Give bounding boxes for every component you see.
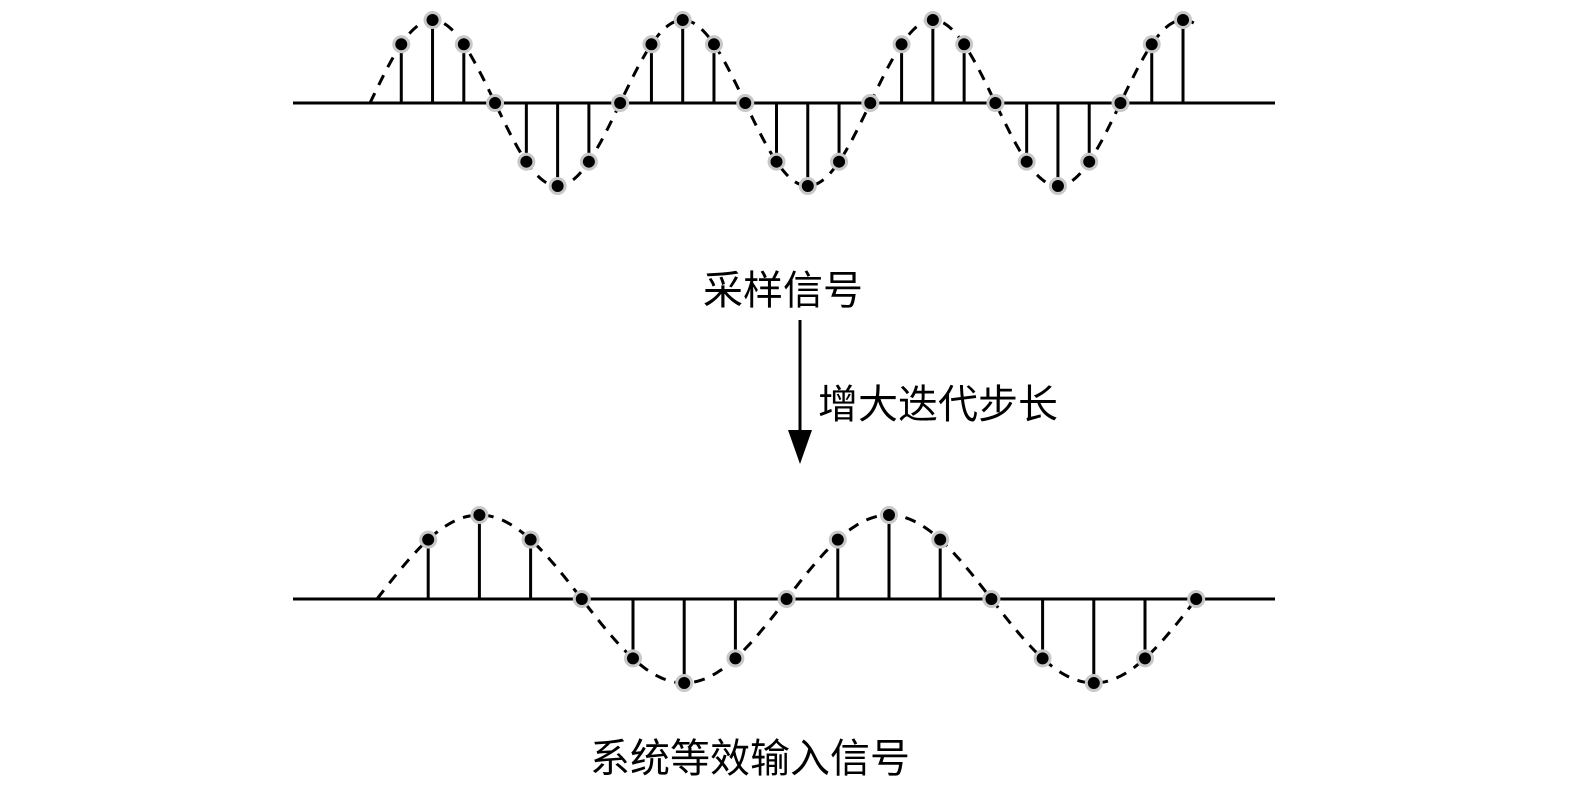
sample-point bbox=[736, 94, 755, 112]
equivalent-input-signal-plot bbox=[293, 506, 1275, 692]
sample-point bbox=[579, 152, 598, 171]
sample-point bbox=[392, 35, 411, 54]
sample-point bbox=[1142, 35, 1161, 54]
sample-point bbox=[486, 94, 505, 112]
sample-point bbox=[1111, 94, 1130, 112]
sample-point bbox=[572, 590, 591, 608]
sample-point bbox=[517, 152, 536, 171]
sample-point bbox=[1084, 674, 1103, 692]
sample-point bbox=[861, 94, 880, 112]
sample-point bbox=[642, 35, 661, 54]
sample-point bbox=[548, 177, 567, 195]
sample-point bbox=[1048, 177, 1067, 195]
sample-point bbox=[767, 152, 786, 171]
sample-point bbox=[880, 506, 898, 524]
sample-point bbox=[955, 35, 974, 54]
sample-point bbox=[1136, 649, 1154, 668]
sample-point bbox=[454, 35, 473, 54]
sample-point bbox=[521, 530, 540, 549]
sample-point bbox=[830, 152, 849, 171]
sample-point bbox=[704, 35, 723, 54]
equivalent-input-signal-label: 系统等效输入信号 bbox=[590, 736, 910, 782]
sample-point bbox=[675, 674, 694, 692]
sample-point bbox=[828, 530, 847, 549]
sample-point bbox=[423, 11, 442, 29]
sample-point bbox=[673, 11, 692, 29]
sample-point bbox=[624, 649, 642, 668]
sample-point bbox=[1017, 152, 1036, 171]
sample-point bbox=[798, 177, 817, 195]
sample-point bbox=[1174, 11, 1193, 29]
sample-point bbox=[986, 94, 1005, 112]
sample-point bbox=[470, 506, 489, 524]
arrow-head-icon bbox=[788, 430, 812, 464]
sample-point bbox=[982, 590, 1001, 608]
sample-point bbox=[892, 35, 911, 54]
sample-point bbox=[1033, 649, 1052, 668]
sample-point bbox=[1080, 152, 1099, 171]
sampled-signal-plot bbox=[293, 11, 1275, 195]
sample-point bbox=[923, 11, 942, 29]
sampled-signal-label: 采样信号 bbox=[703, 268, 863, 314]
increase-step-size-label: 增大迭代步长 bbox=[818, 382, 1058, 428]
sample-point bbox=[931, 530, 950, 549]
sample-point bbox=[726, 649, 745, 668]
sample-point bbox=[777, 590, 796, 608]
sample-point bbox=[611, 94, 630, 112]
sample-point bbox=[1187, 590, 1206, 608]
sample-point bbox=[419, 530, 438, 549]
